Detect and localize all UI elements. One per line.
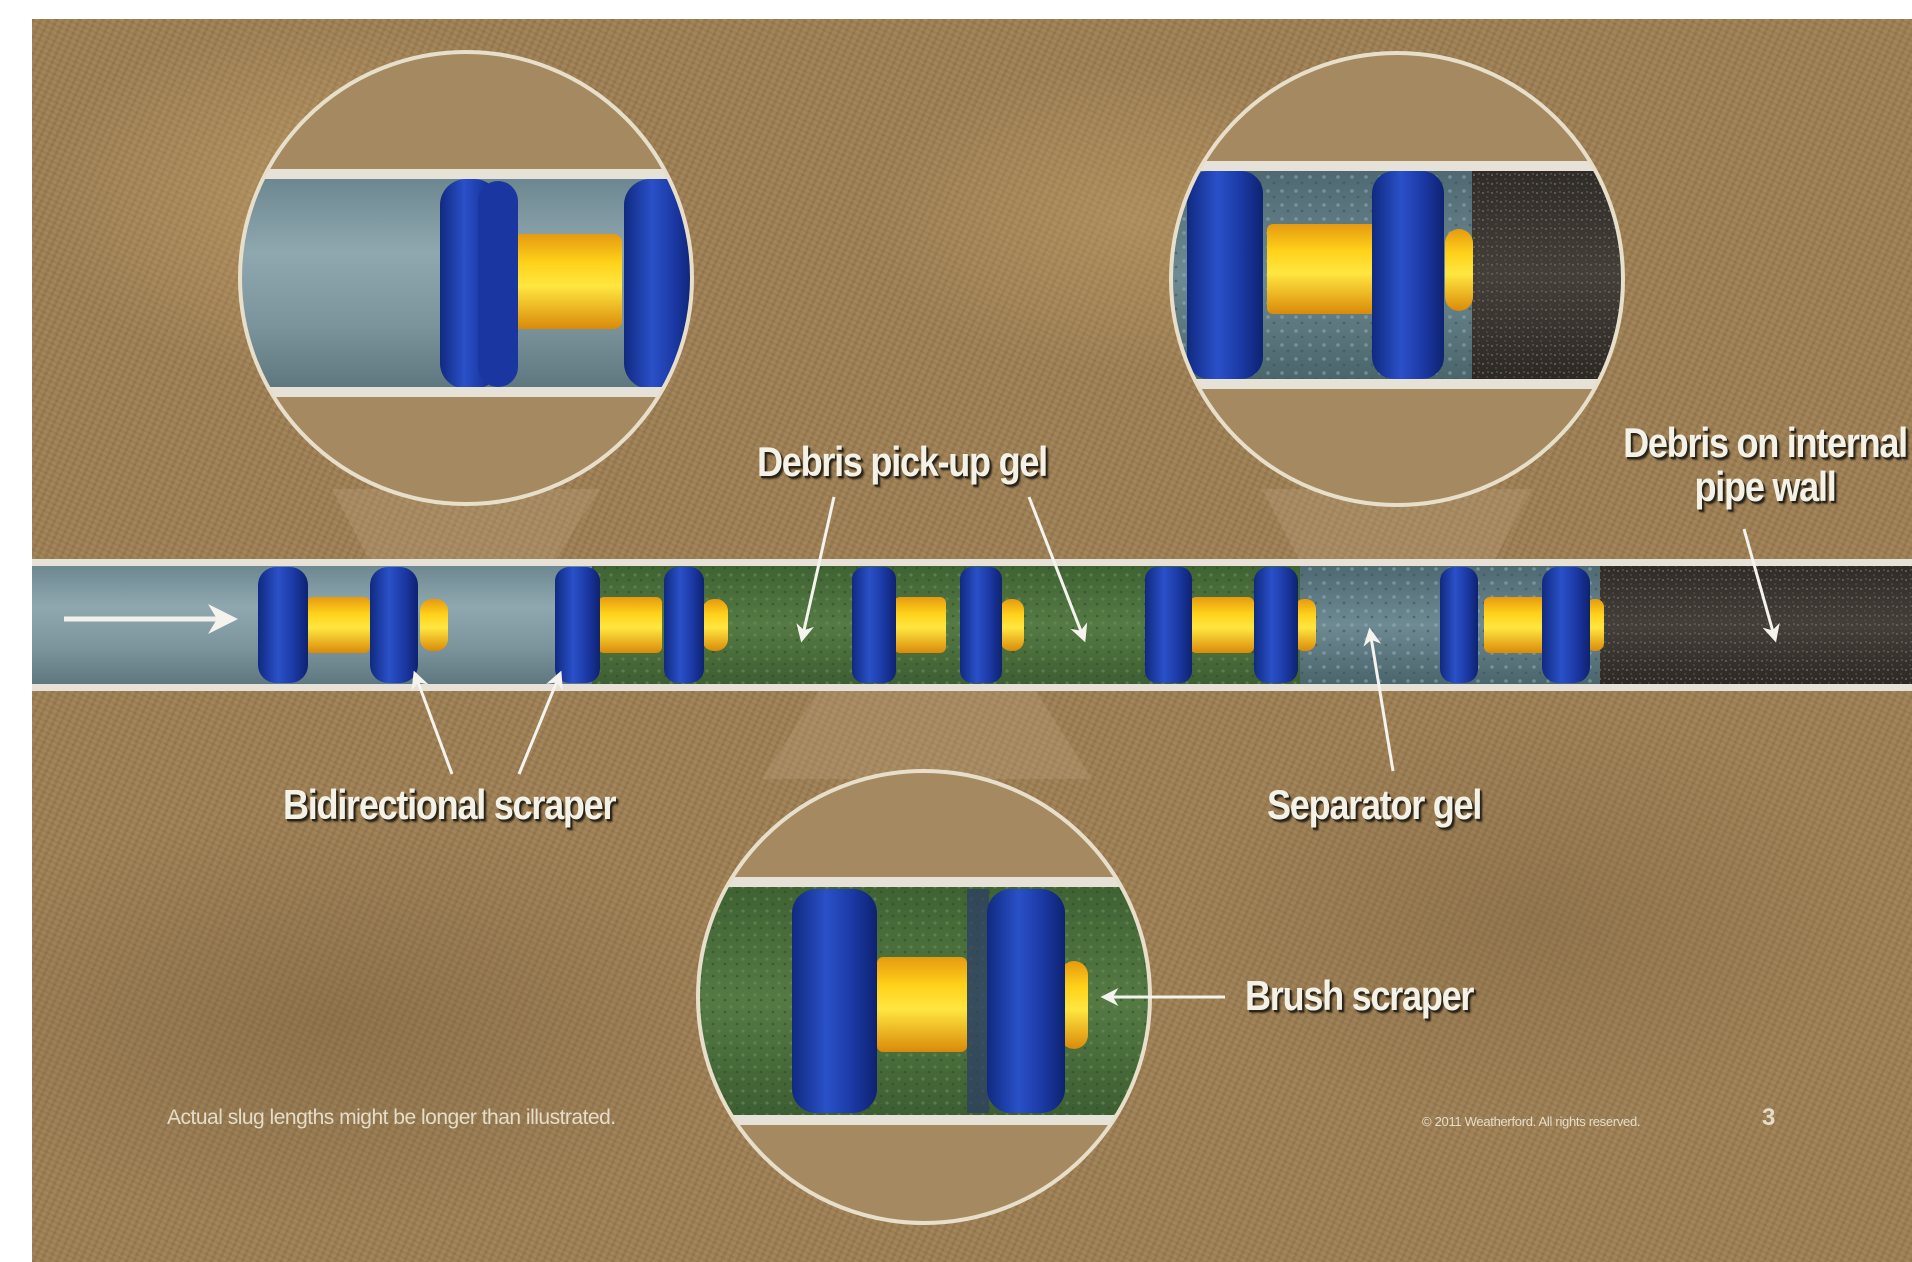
pig-2-bidirectional-scraper [555,567,728,683]
diagram-canvas: Debris pick-up gel Debris on internal pi… [32,19,1912,1262]
label-separator-gel: Separator gel [1267,781,1482,828]
pipeline-diagram [32,50,1912,1225]
label-bidirectional-scraper: Bidirectional scraper [283,781,617,828]
arrow-debris-on-wall-icon [1742,528,1780,643]
arrow-debris-pickup-gel-1-icon [796,496,836,643]
label-debris-on-wall-line2: pipe wall [1694,463,1837,510]
footer-note: Actual slug lengths might be longer than… [167,1106,616,1129]
page-number: 3 [1762,1104,1776,1131]
arrow-bidirectional-scraper-1-icon [411,670,454,775]
label-debris-on-internal-pipe-wall: Debris on internal pipe wall [1606,421,1912,509]
pig-1-bidirectional-scraper [258,567,448,683]
label-debris-on-wall-line1: Debris on internal [1623,419,1908,466]
pig-4-scraper [1145,567,1316,683]
label-debris-pickup-gel: Debris pick-up gel [757,438,1048,485]
inset-bidirectional-scraper-detail [238,50,694,506]
inset-connector-left [332,489,600,565]
pig-3-brush-scraper [852,567,1024,683]
arrow-bidirectional-scraper-2-icon [517,670,563,775]
inset-connector-bottom [762,685,1092,779]
footer-copyright: © 2011 Weatherford. All rights reserved. [1422,1114,1641,1129]
callout-arrows [411,496,1780,1006]
pig-5-scraper [1440,567,1604,683]
arrow-separator-gel-icon [1363,627,1395,772]
inset-brush-scraper-detail [696,769,1152,1225]
arrow-debris-pickup-gel-2-icon [1027,496,1088,643]
label-brush-scraper: Brush scraper [1245,972,1474,1019]
inset-connector-right [1262,489,1532,565]
inset-separator-gel-debris-detail [1169,51,1625,507]
